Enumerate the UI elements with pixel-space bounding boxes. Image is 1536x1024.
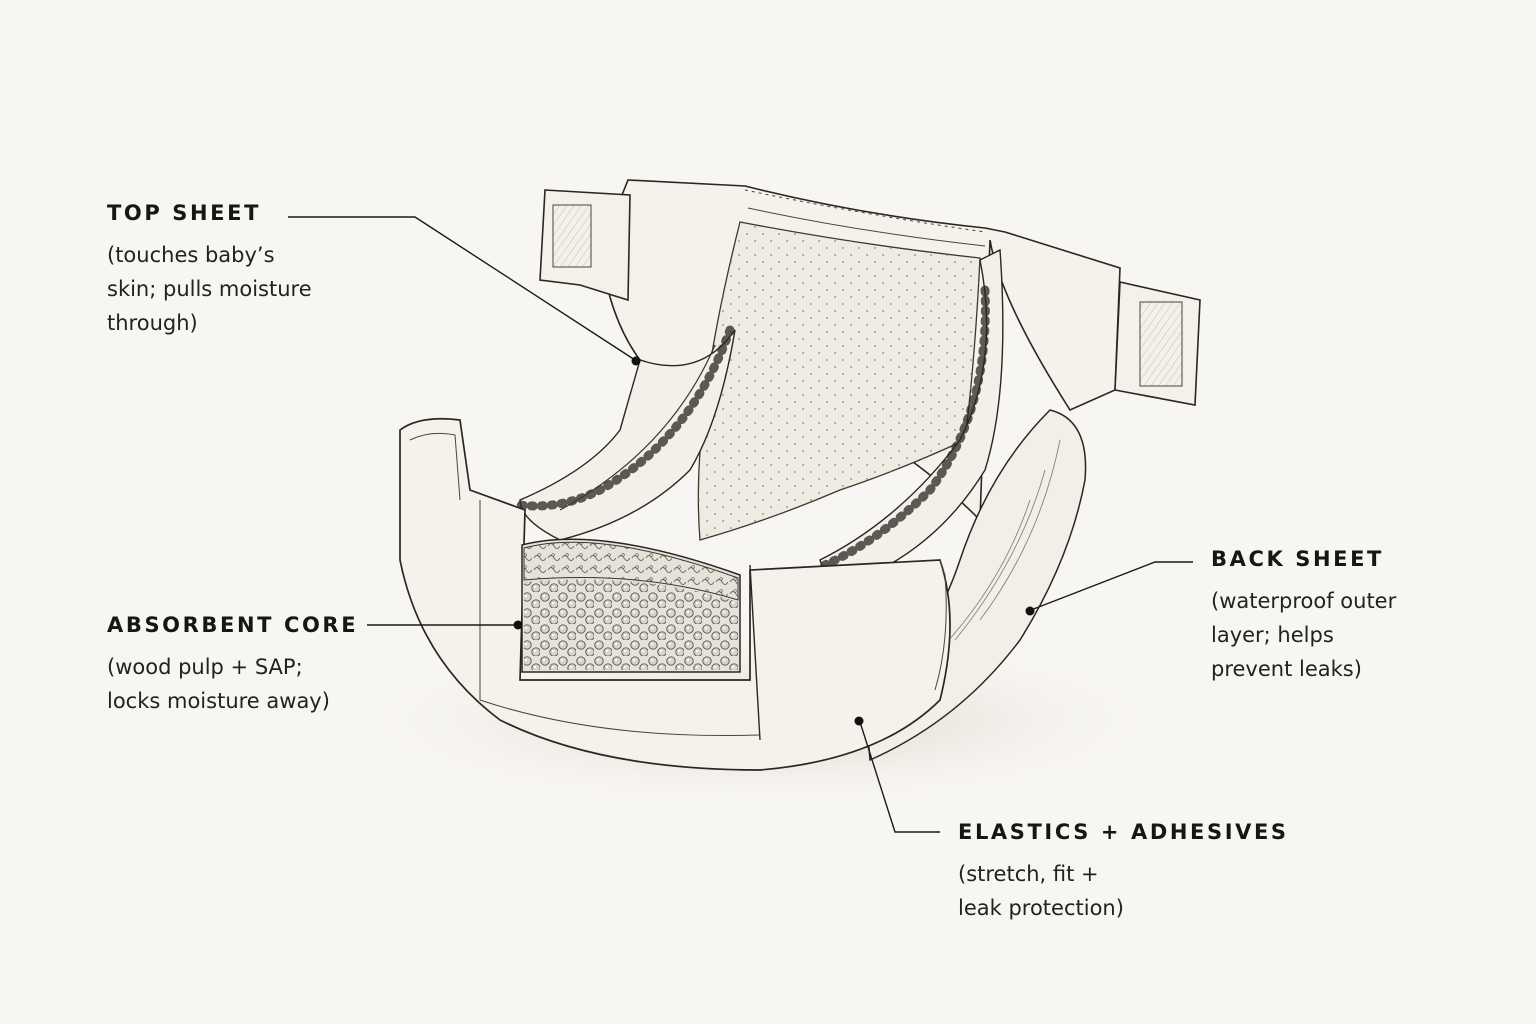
callout-back-sheet: BACK SHEET (waterproof outer layer; help… bbox=[1211, 547, 1396, 686]
callout-description: (touches baby’s skin; pulls moisture thr… bbox=[107, 238, 312, 340]
callout-description: (wood pulp + SAP; locks moisture away) bbox=[107, 650, 358, 718]
callout-title: BACK SHEET bbox=[1211, 547, 1396, 571]
dot-top-sheet bbox=[632, 357, 641, 366]
absorbent-core-cutaway bbox=[522, 539, 740, 672]
callout-line: locks moisture away) bbox=[107, 684, 358, 718]
callout-title: TOP SHEET bbox=[107, 201, 312, 225]
callout-top-sheet: TOP SHEET (touches baby’s skin; pulls mo… bbox=[107, 201, 312, 340]
callout-line: skin; pulls moisture bbox=[107, 272, 312, 306]
right-fastening-tab bbox=[1115, 282, 1200, 405]
callout-line: (waterproof outer bbox=[1211, 584, 1396, 618]
dot-absorbent-core bbox=[514, 621, 523, 630]
callout-description: (stretch, fit + leak protection) bbox=[958, 857, 1289, 925]
callout-title: ABSORBENT CORE bbox=[107, 613, 358, 637]
callout-absorbent-core: ABSORBENT CORE (wood pulp + SAP; locks m… bbox=[107, 613, 358, 718]
callout-line: leak protection) bbox=[958, 891, 1289, 925]
callout-line: (wood pulp + SAP; bbox=[107, 650, 358, 684]
left-fastening-tab bbox=[540, 190, 630, 300]
callout-elastics-adhesives: ELASTICS + ADHESIVES (stretch, fit + lea… bbox=[958, 820, 1289, 925]
dot-elastics bbox=[855, 717, 864, 726]
callout-line: (touches baby’s bbox=[107, 238, 312, 272]
callout-line: through) bbox=[107, 306, 312, 340]
callout-line: prevent leaks) bbox=[1211, 652, 1396, 686]
callout-line: layer; helps bbox=[1211, 618, 1396, 652]
callout-title: ELASTICS + ADHESIVES bbox=[958, 820, 1289, 844]
callout-line: (stretch, fit + bbox=[958, 857, 1289, 891]
callout-description: (waterproof outer layer; helps prevent l… bbox=[1211, 584, 1396, 686]
dot-back-sheet bbox=[1026, 607, 1035, 616]
